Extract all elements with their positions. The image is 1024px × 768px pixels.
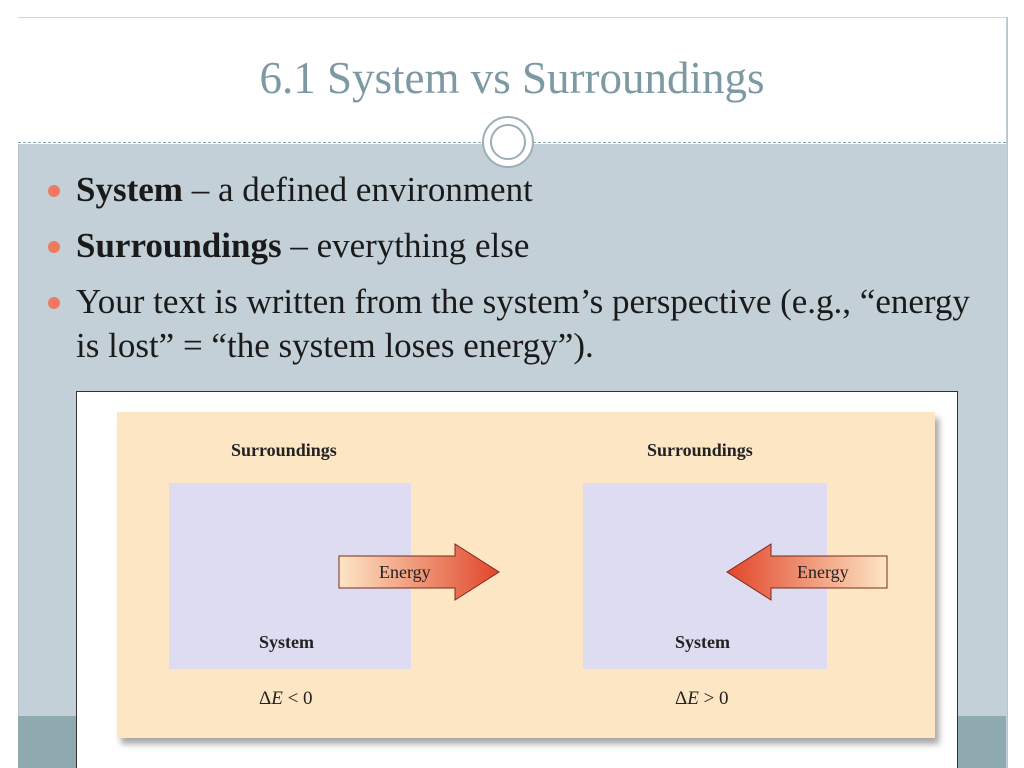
left-energy-label: Energy: [379, 562, 431, 582]
bullet-term: Surroundings: [76, 226, 282, 265]
right-delta-e: ΔE > 0: [675, 688, 729, 709]
bullet-item: System – a defined environment: [48, 168, 988, 212]
left-energy-arrow-icon: [338, 543, 500, 601]
bullet-text: – everything else: [281, 226, 530, 265]
bullet-item: Surroundings – everything else: [48, 224, 988, 268]
bottom-band-right: [958, 716, 1006, 768]
circle-ornament-icon: [482, 116, 534, 168]
right-energy-label: Energy: [797, 562, 849, 582]
bullet-dot-icon: [48, 185, 60, 197]
right-system-label: System: [675, 632, 730, 652]
bullet-item: Your text is written from the system’s p…: [48, 280, 988, 368]
left-system-label: System: [259, 632, 314, 652]
bullet-dot-icon: [48, 297, 60, 309]
left-surroundings-label: Surroundings: [231, 440, 337, 460]
right-surroundings-label: Surroundings: [647, 440, 753, 460]
slide-title: 6.1 System vs Surroundings: [259, 53, 765, 103]
bottom-band-left: [18, 716, 76, 768]
bullet-term: System: [76, 170, 183, 209]
bullet-text: – a defined environment: [182, 170, 533, 209]
bullet-list: System – a defined environment Surroundi…: [48, 168, 988, 380]
left-delta-e: ΔE < 0: [259, 688, 313, 709]
bullet-text: Your text is written from the system’s p…: [76, 282, 970, 365]
circle-ornament-inner: [490, 124, 526, 160]
surroundings-panel: Surroundings Energy System ΔE < 0 Surrou…: [117, 412, 935, 738]
energy-diagram-figure: Surroundings Energy System ΔE < 0 Surrou…: [76, 391, 958, 768]
bullet-dot-icon: [48, 241, 60, 253]
right-energy-arrow-icon: [726, 543, 888, 601]
